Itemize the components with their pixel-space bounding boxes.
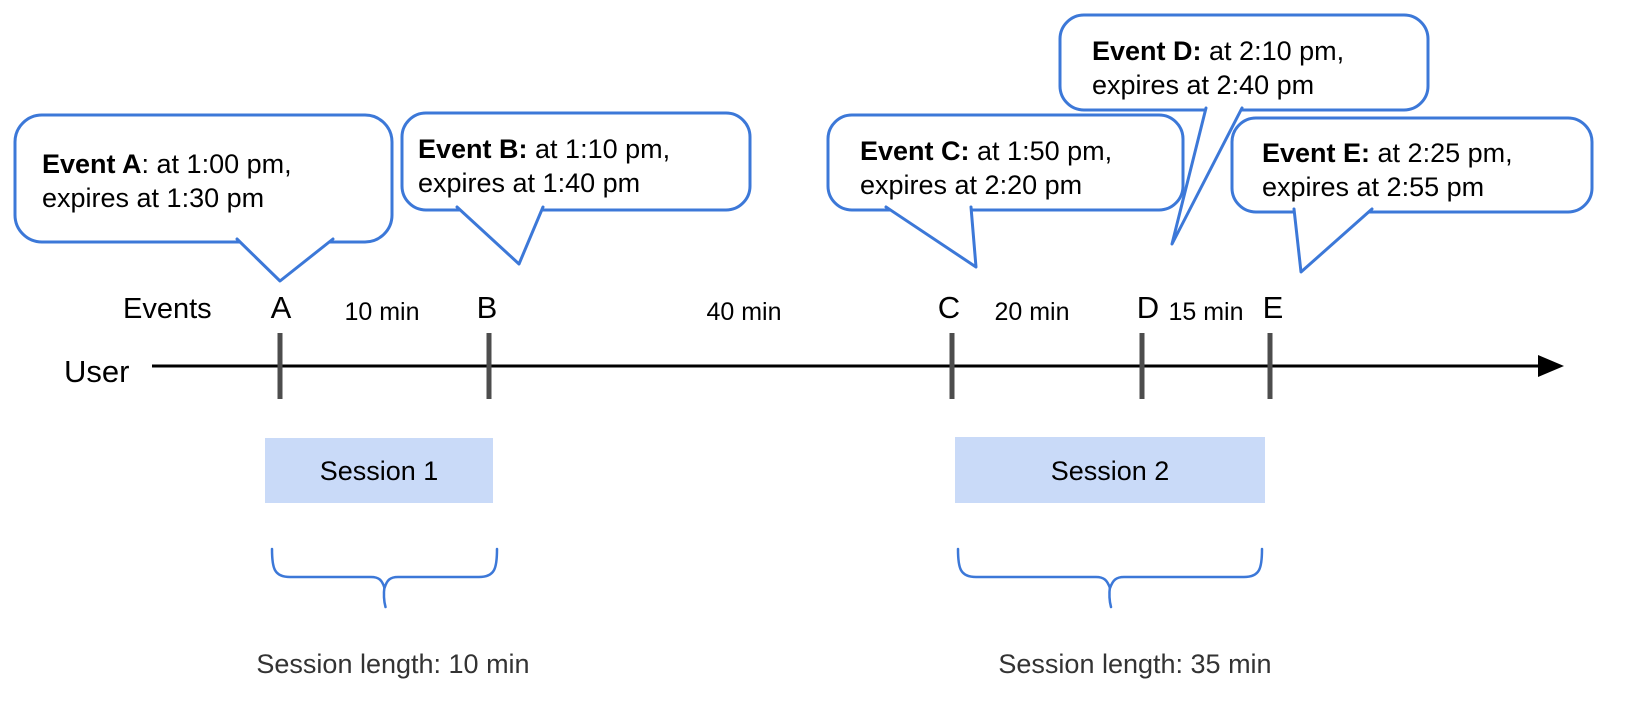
bubble-e-line2: expires at 2:55 pm bbox=[1262, 172, 1484, 202]
bubble-event-a: Event A: at 1:00 pm, expires at 1:30 pm bbox=[13, 113, 394, 283]
bubble-b-box bbox=[400, 111, 752, 212]
session-2-box bbox=[955, 437, 1265, 503]
bubble-event-c: Event C: at 1:50 pm, expires at 2:20 pm bbox=[826, 113, 1185, 269]
bubble-d-line1: Event D: at 2:10 pm, bbox=[1092, 36, 1344, 66]
tick-letter-e: E bbox=[1263, 290, 1284, 325]
tick-letter-c: C bbox=[938, 290, 960, 325]
gap-label-a-b: 10 min bbox=[344, 298, 419, 326]
bubble-d-line2: expires at 2:40 pm bbox=[1092, 70, 1314, 100]
bubble-a-tail bbox=[235, 237, 335, 283]
bubble-c-box bbox=[826, 113, 1185, 212]
session-2-label: Session 2 bbox=[1051, 456, 1170, 486]
gap-label-c-d: 20 min bbox=[994, 298, 1069, 326]
bubble-e-box bbox=[1230, 116, 1594, 214]
session-1-length-caption: Session length: 10 min bbox=[256, 649, 529, 679]
session-2-brace-stem bbox=[1108, 584, 1113, 609]
bubble-a-box bbox=[13, 113, 394, 244]
bubble-a-line2: expires at 1:30 pm bbox=[42, 183, 264, 213]
session-2-brace bbox=[956, 547, 1264, 592]
tick-letter-a: A bbox=[271, 290, 292, 325]
gap-label-d-e: 15 min bbox=[1168, 298, 1243, 326]
bubble-b-line1: Event B: at 1:10 pm, bbox=[418, 134, 670, 164]
bubble-b-line2: expires at 1:40 pm bbox=[418, 168, 640, 198]
bubble-c-line2: expires at 2:20 pm bbox=[860, 170, 1082, 200]
gap-label-b-c: 40 min bbox=[706, 298, 781, 326]
bubble-c-tail bbox=[884, 205, 978, 269]
bubble-event-e: Event E: at 2:25 pm, expires at 2:55 pm bbox=[1230, 116, 1594, 274]
session-2-length-caption: Session length: 35 min bbox=[998, 649, 1271, 679]
session-1-label: Session 1 bbox=[320, 456, 439, 486]
bubble-d-tail bbox=[1170, 106, 1244, 246]
timeline-arrowhead-icon bbox=[1538, 355, 1564, 377]
bubble-event-b: Event B: at 1:10 pm, expires at 1:40 pm bbox=[400, 111, 752, 266]
events-label: Events bbox=[123, 293, 212, 325]
bubble-a-line1: Event A: at 1:00 pm, bbox=[42, 149, 292, 179]
bubble-e-line1: Event E: at 2:25 pm, bbox=[1262, 138, 1513, 168]
bubble-event-d: Event D: at 2:10 pm, expires at 2:40 pm bbox=[1058, 13, 1430, 246]
bubble-e-tail bbox=[1292, 207, 1374, 274]
session-1-brace bbox=[270, 547, 499, 593]
bubble-d-box bbox=[1058, 13, 1430, 112]
session-1-box bbox=[265, 438, 493, 503]
session-1-brace-stem bbox=[382, 584, 387, 609]
tick-letter-b: B bbox=[477, 290, 498, 325]
bubble-b-tail bbox=[455, 205, 545, 266]
bubble-c-line1: Event C: at 1:50 pm, bbox=[860, 136, 1112, 166]
user-label: User bbox=[64, 354, 129, 389]
tick-letter-d: D bbox=[1137, 290, 1159, 325]
